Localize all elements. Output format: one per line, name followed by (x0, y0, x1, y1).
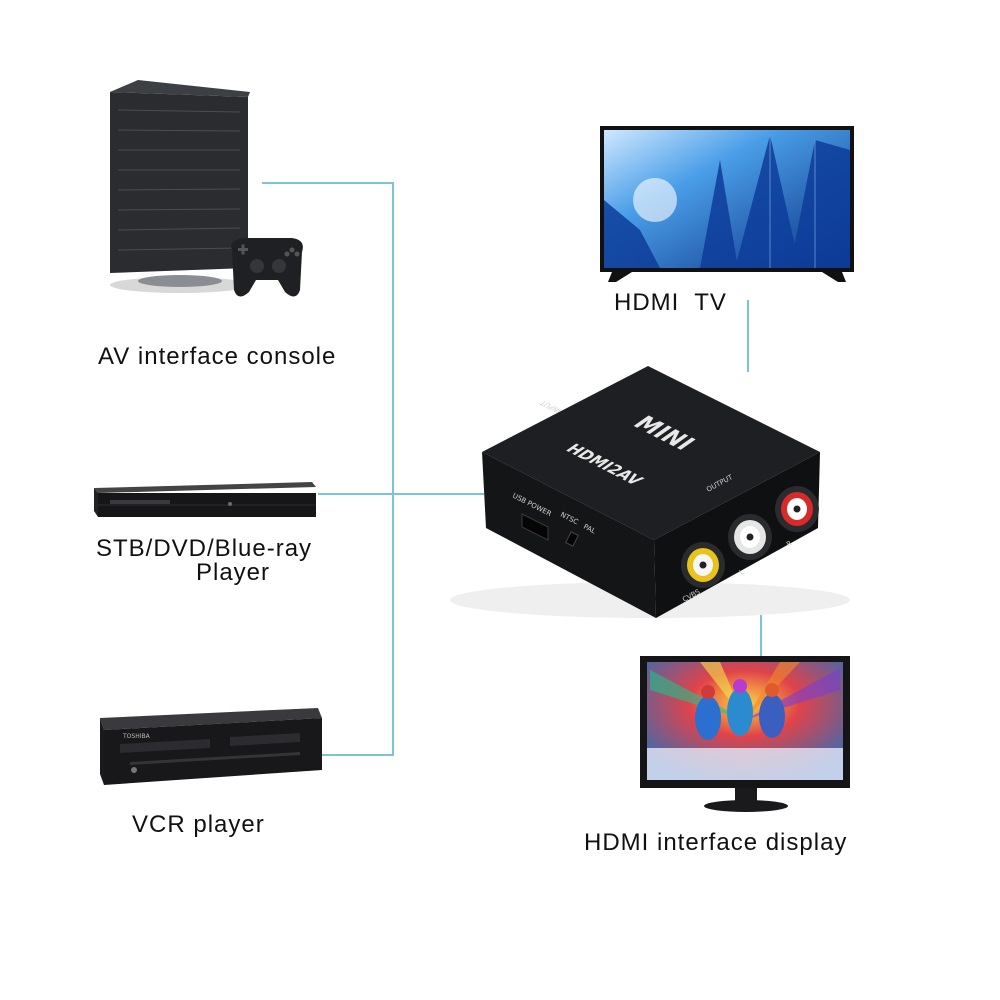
converter-top-face (482, 366, 820, 540)
rca-port-right-red (775, 486, 819, 532)
tv-label: HDMI TV (614, 289, 727, 316)
dvd-label-line1: STB/DVD/Blue-ray (96, 535, 313, 562)
vcr-label: VCR player (132, 811, 265, 838)
console-label: AV interface console (98, 343, 337, 370)
usb-power-port (521, 513, 549, 541)
rca-port-left-white (728, 514, 772, 560)
converter-input-label: INPUT (537, 399, 564, 414)
monitor-label: HDMI interface display (584, 829, 848, 856)
rca-port-cvbs-yellow (681, 542, 725, 588)
converter-left-label: L (738, 568, 745, 577)
console-connector-line (262, 182, 394, 756)
ntsc-pal-switch (565, 531, 579, 547)
converter-right-label: R (785, 539, 793, 548)
dvd-label-line2: Player (195, 559, 271, 586)
svg-text:TOSHIBA: TOSHIBA (122, 733, 151, 740)
